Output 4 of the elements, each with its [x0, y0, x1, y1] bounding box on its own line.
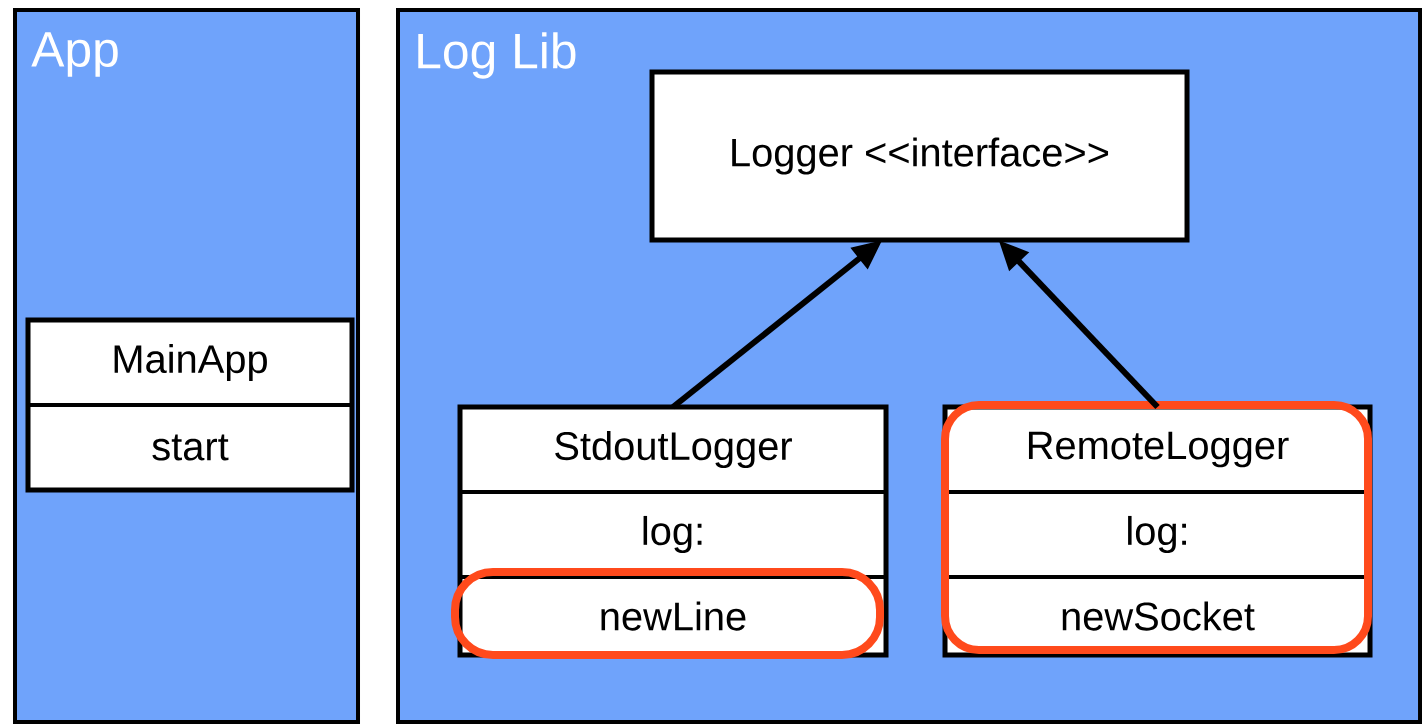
class-box: Logger <<interface>>: [649, 69, 1190, 243]
class-box: RemoteLogger log: newSocket: [942, 404, 1373, 658]
class-box: StdoutLogger log: newLine: [457, 404, 889, 658]
class-box: MainApp start: [25, 317, 355, 493]
